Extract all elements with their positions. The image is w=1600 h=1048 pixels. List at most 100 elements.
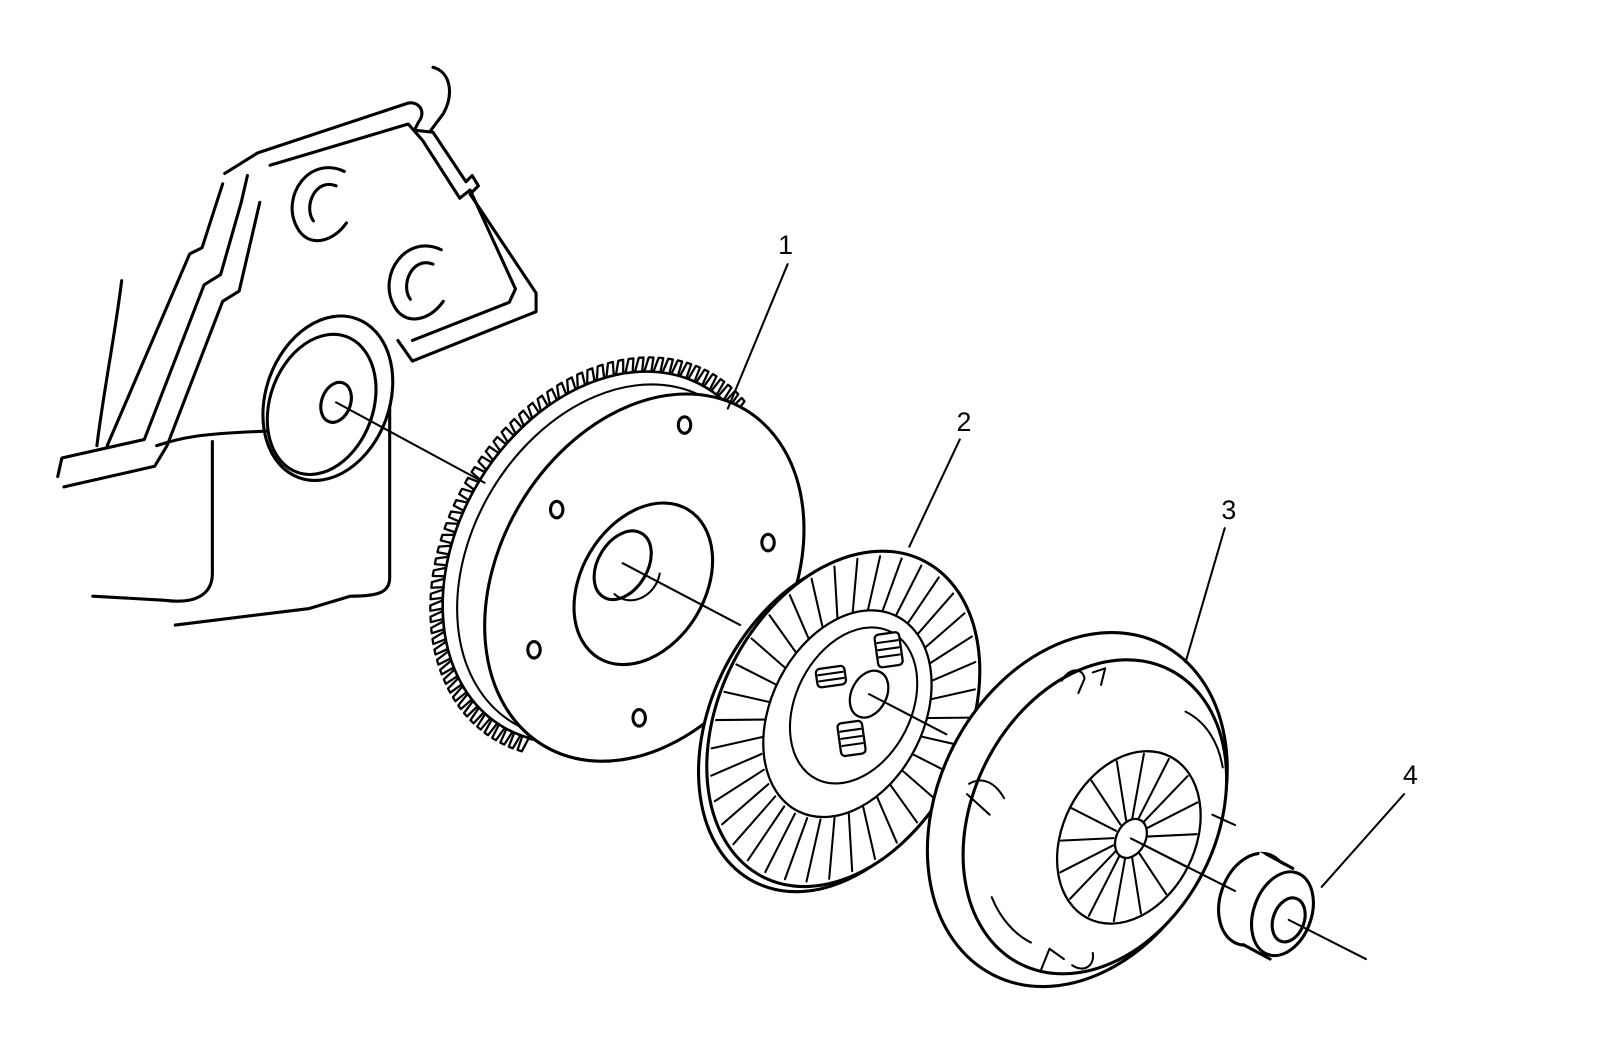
gear-tooth-14 [435, 650, 452, 666]
callout-leader-1 [726, 263, 789, 410]
gear-tooth-37 [517, 409, 532, 427]
friction-segment-line-4 [875, 794, 898, 844]
gear-tooth-41 [555, 381, 568, 400]
flywheel-bolt-hole-1 [676, 415, 693, 435]
friction-segment-line-8 [805, 818, 822, 883]
gear-tooth-43 [576, 371, 587, 390]
damper-spring-2 [873, 631, 904, 669]
flywheel-ring-gear [429, 356, 746, 753]
diaphragm-finger-2 [1136, 849, 1168, 896]
friction-segment-line-30 [910, 592, 955, 643]
engine-left-rib-mid [105, 182, 225, 448]
gear-tooth-18 [429, 609, 445, 624]
friction-segment-line-20 [750, 637, 788, 671]
friction-segment-line-16 [710, 736, 763, 750]
callout-label-1: 1 [778, 230, 793, 260]
friction-segment-line-32 [921, 635, 973, 669]
gear-tooth-3 [499, 727, 514, 746]
gear-tooth-39 [536, 394, 549, 413]
gear-tooth-54 [678, 361, 693, 380]
friction-segment-line-5 [861, 804, 877, 861]
friction-segment-line-28 [890, 564, 923, 626]
gear-tooth-27 [447, 510, 464, 523]
gear-tooth-53 [670, 359, 684, 377]
callout-leader-3 [1184, 527, 1226, 664]
housing-top [155, 429, 268, 448]
gear-tooth-52 [661, 357, 675, 375]
gear-tooth-19 [429, 599, 444, 612]
gear-tooth-17 [430, 620, 446, 635]
friction-segment-line-34 [923, 688, 976, 702]
flywheel-hub-hole [592, 529, 653, 602]
engine-left-edge [95, 279, 124, 448]
callout-label-3: 3 [1221, 495, 1236, 525]
gear-tooth-7 [469, 706, 485, 725]
diaphragm-finger-9 [1070, 807, 1118, 832]
gear-tooth-2 [507, 731, 522, 750]
damper-spring-1-body [814, 664, 848, 689]
gear-tooth-49 [633, 356, 645, 373]
gear-tooth-58 [710, 377, 726, 396]
diaphragm-finger-6 [1069, 850, 1117, 900]
gear-tooth-11 [446, 676, 463, 694]
diaphragm-finger-7 [1059, 844, 1115, 874]
gear-tooth-56 [695, 368, 710, 387]
friction-segment-line-27 [878, 557, 903, 621]
flywheel-bolt-hole-2 [548, 499, 565, 520]
gear-tooth-30 [464, 476, 480, 491]
gear-tooth-25 [439, 533, 456, 545]
gear-tooth-23 [433, 555, 450, 567]
diaphragm-finger-3 [1130, 853, 1142, 915]
friction-segment-line-22 [788, 594, 812, 644]
engine-top-corner [429, 65, 452, 132]
callouts: 1 2 3 4 [726, 230, 1418, 888]
gear-tooth-42 [565, 376, 577, 395]
gear-tooth-46 [605, 360, 615, 379]
friction-segment-line-33 [924, 661, 977, 685]
engine-bore-lower [387, 244, 445, 321]
clutch-disc [697, 549, 982, 894]
flywheel [429, 356, 806, 763]
gear-tooth-31 [470, 465, 486, 481]
gear-tooth-26 [443, 522, 460, 534]
gear-tooth-45 [595, 363, 606, 382]
diaphragm-finger-12 [1131, 752, 1145, 820]
gear-tooth-24 [436, 544, 453, 556]
release-bearing-side-bottom [1241, 943, 1272, 961]
callout-label-2: 2 [956, 407, 971, 437]
friction-segment-line-10 [764, 812, 796, 874]
flywheel-hub-outer [572, 501, 715, 667]
diaphragm-finger-11 [1115, 760, 1128, 822]
gear-tooth-50 [643, 356, 655, 373]
gear-tooth-32 [477, 455, 493, 471]
gear-tooth-28 [452, 498, 469, 512]
gear-tooth-12 [442, 668, 459, 685]
flywheel-bolt-hole-4 [526, 639, 542, 660]
axis-segment-flywheel-disc [621, 562, 742, 627]
friction-segment-line-29 [901, 576, 940, 633]
gear-tooth-4 [491, 723, 506, 742]
gear-tooth-22 [431, 566, 448, 578]
diaphragm-finger-5 [1087, 854, 1121, 917]
diaphragm-finger-13 [1136, 757, 1170, 821]
gear-tooth-55 [687, 364, 702, 383]
gear-tooth-1 [516, 734, 530, 753]
engine-bore-lower-inner [405, 261, 435, 301]
gear-tooth-47 [614, 358, 625, 376]
damper-spring-3-coils [839, 727, 864, 748]
crank-flange [265, 332, 378, 477]
friction-segment-line-25 [851, 557, 859, 621]
gear-tooth-44 [586, 367, 596, 385]
pressure-plate-rib-right [1184, 710, 1237, 827]
friction-segment-line-3 [887, 781, 919, 824]
axis-segment-disc-plate [868, 693, 948, 736]
gear-tooth-33 [484, 445, 500, 462]
flywheel-hub-bore-edge [613, 572, 661, 602]
pressure-plate [925, 631, 1237, 989]
friction-segment-line-18 [723, 690, 771, 704]
friction-segment-line-19 [735, 663, 779, 687]
gear-tooth-10 [451, 685, 468, 703]
axis-segment-bearing-end [1287, 918, 1368, 961]
callout-leader-2 [908, 438, 961, 548]
